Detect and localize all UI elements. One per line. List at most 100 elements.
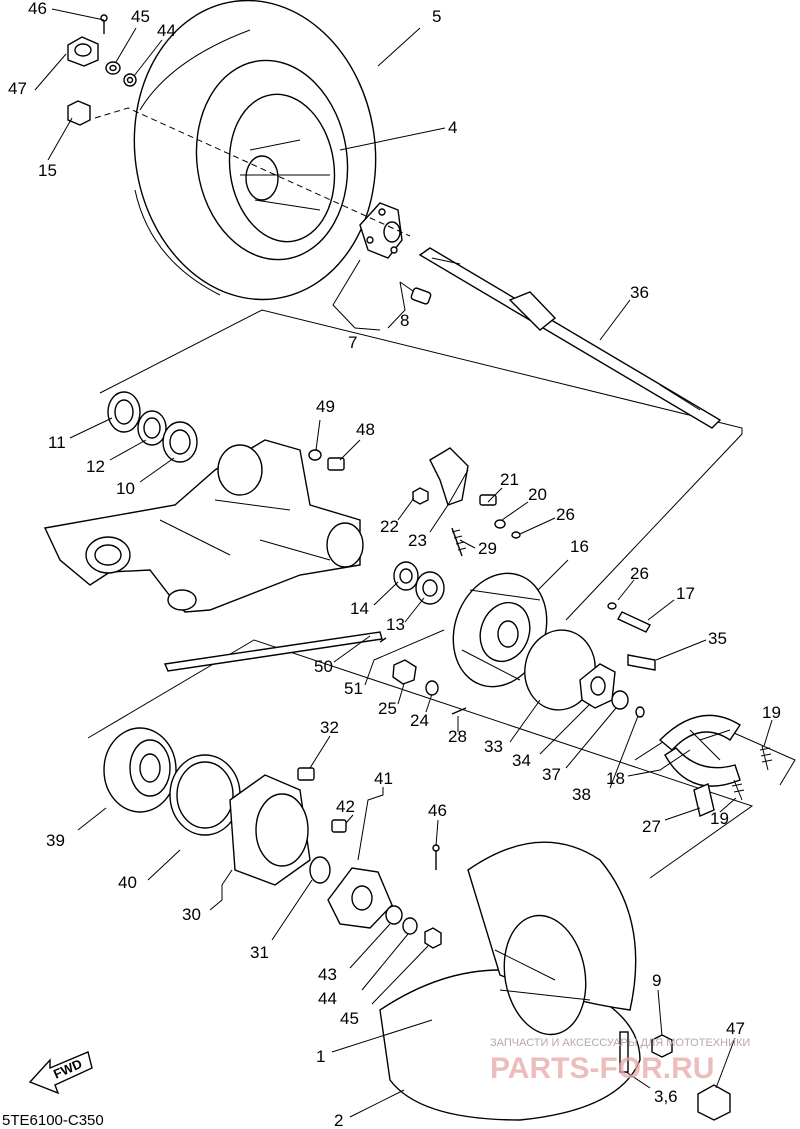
hub-41 — [327, 867, 393, 929]
bearing-10 — [162, 421, 198, 463]
callout-16: 16 — [570, 537, 589, 556]
callout-42: 42 — [336, 797, 355, 816]
cotter-pin-46-lower — [432, 844, 440, 870]
callout-46: 46 — [28, 0, 47, 18]
seal-37 — [611, 690, 629, 710]
callout-40: 40 — [118, 873, 137, 892]
callout-7: 7 — [348, 333, 357, 352]
callout-32: 32 — [320, 718, 339, 737]
brake-drum-39 — [103, 727, 177, 813]
callout-17: 17 — [676, 584, 695, 603]
collar-43 — [385, 905, 403, 925]
callout-labels: 46 45 44 47 15 5 4 8 7 36 11 12 10 49 48… — [8, 0, 781, 1129]
nut-15 — [67, 100, 91, 126]
callout-30: 30 — [182, 905, 201, 924]
callout-47: 47 — [8, 79, 27, 98]
spring-29 — [451, 527, 467, 557]
callout-45-lower: 45 — [340, 1009, 359, 1028]
oil-seal-14 — [393, 561, 419, 591]
washer-44-lower — [402, 917, 418, 935]
cotter-pin-46 — [100, 14, 108, 34]
callout-44: 44 — [157, 21, 176, 40]
oil-seal-11 — [107, 391, 141, 433]
bearing-12 — [137, 410, 167, 446]
oring-26-upper — [511, 531, 521, 539]
watermark: ЗАПЧАСТИ И АКСЕССУАРЫ ДЛЯ МОТОТЕХНИКИ PA… — [490, 1037, 750, 1085]
watermark-large-text: PARTS-FOR.RU — [490, 1052, 714, 1085]
callout-27: 27 — [642, 817, 661, 836]
callout-34: 34 — [512, 751, 531, 770]
callout-31: 31 — [250, 943, 269, 962]
callout-46-lower: 46 — [428, 801, 447, 820]
callout-18: 18 — [606, 769, 625, 788]
callout-25: 25 — [378, 699, 397, 718]
callout-12: 12 — [86, 457, 105, 476]
callout-45: 45 — [131, 7, 150, 26]
rear-wheel-bottom — [379, 841, 641, 1121]
callout-38: 38 — [572, 785, 591, 804]
callout-29: 29 — [478, 539, 497, 558]
washer-44 — [123, 73, 137, 87]
callout-19-top: 19 — [762, 703, 781, 722]
brake-panel-16 — [452, 572, 548, 688]
callout-13: 13 — [386, 615, 405, 634]
castle-nut-47-lower — [697, 1084, 731, 1121]
diagram-code: 5TE6100-C350 — [2, 1112, 104, 1129]
bolt-42 — [331, 819, 347, 833]
upper-group-frame — [99, 309, 743, 621]
bolt-48 — [327, 457, 345, 471]
washer-24 — [425, 680, 439, 696]
callout-26-upper: 26 — [556, 505, 575, 524]
forward-direction-arrow: FWD — [28, 1051, 93, 1095]
washer-20 — [494, 519, 506, 529]
pin-28 — [451, 707, 467, 715]
watermark-small-text: ЗАПЧАСТИ И АКСЕССУАРЫ ДЛЯ МОТОТЕХНИКИ — [490, 1037, 750, 1049]
nut-45-lower — [424, 927, 442, 949]
oil-seal-31 — [309, 856, 331, 884]
axis-line-top — [94, 107, 411, 237]
callout-26-lower: 26 — [630, 564, 649, 583]
nut-22 — [412, 487, 429, 505]
callout-50: 50 — [314, 657, 333, 676]
callout-39: 39 — [46, 831, 65, 850]
lower-group-frame — [87, 639, 754, 879]
spring-19-top — [759, 745, 773, 771]
rear-axle-36 — [418, 247, 722, 429]
callout-1: 1 — [316, 1047, 325, 1066]
callout-44-lower: 44 — [318, 989, 337, 1008]
brake-shoes-18 — [658, 714, 741, 787]
callout-28: 28 — [448, 727, 467, 746]
spring-19-bottom — [731, 779, 745, 801]
callout-51: 51 — [344, 679, 363, 698]
callout-11: 11 — [48, 433, 66, 452]
callout-47-lower: 47 — [726, 1019, 745, 1038]
callout-10: 10 — [116, 479, 135, 498]
callout-3-6: 3,6 — [654, 1087, 678, 1106]
hub-assembly-top — [359, 202, 403, 259]
callout-43: 43 — [318, 965, 337, 984]
stud-bolt-3-6 — [619, 1031, 629, 1073]
callout-21: 21 — [500, 470, 519, 489]
callout-8: 8 — [400, 311, 409, 330]
callout-14: 14 — [350, 599, 369, 618]
pin-51 — [379, 637, 387, 643]
callout-5: 5 — [432, 7, 441, 26]
callout-2: 2 — [334, 1111, 343, 1129]
ring-38 — [635, 706, 645, 718]
brake-cover-30 — [229, 774, 311, 886]
callout-49: 49 — [316, 397, 335, 416]
callout-24: 24 — [410, 711, 429, 730]
shaft-50 — [163, 631, 383, 672]
leader-lines — [34, 8, 773, 1118]
bearing-13 — [415, 571, 445, 605]
bolt-8 — [399, 281, 432, 305]
callout-19-bottom: 19 — [710, 809, 729, 828]
callout-23: 23 — [408, 531, 427, 550]
callout-48: 48 — [356, 420, 375, 439]
callout-9: 9 — [652, 971, 661, 990]
castle-nut-47 — [67, 36, 99, 67]
bolt-35 — [627, 654, 656, 671]
callout-22: 22 — [380, 517, 399, 536]
oring-26-lower — [607, 602, 617, 610]
washer-45 — [105, 61, 121, 75]
